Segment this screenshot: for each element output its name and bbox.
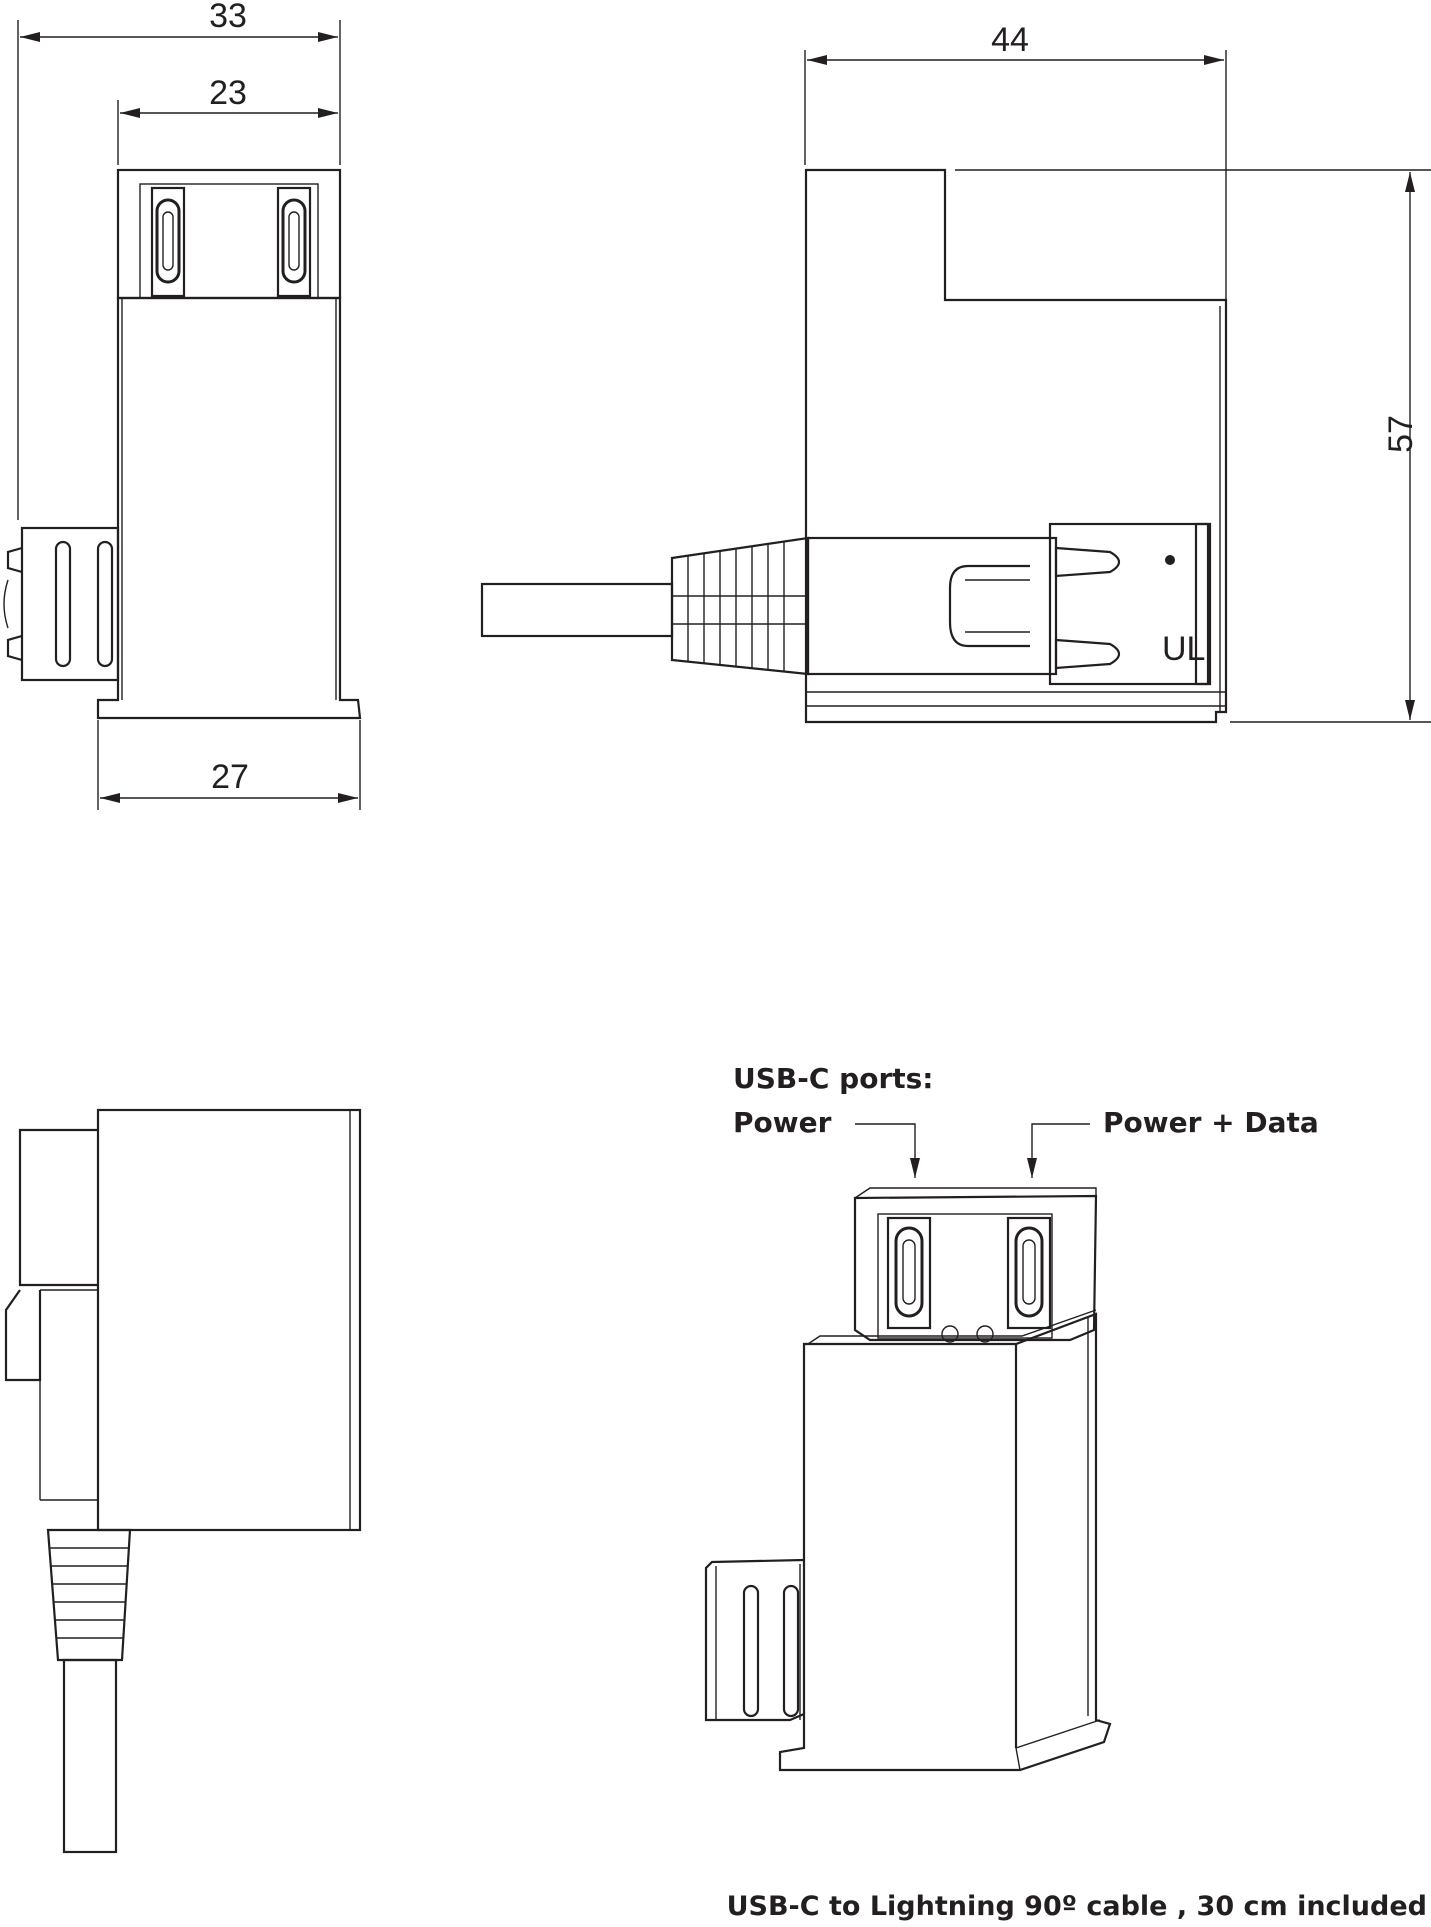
svg-text:UL: UL bbox=[1162, 630, 1205, 668]
dimension-height: 57 bbox=[1382, 172, 1420, 720]
side-view: 44 57 UL bbox=[480, 21, 1431, 724]
cable-strain-relief-icon bbox=[480, 536, 810, 676]
usb-c-port-icon bbox=[150, 186, 186, 298]
back-view bbox=[4, 1108, 362, 1854]
dimension-width-total: 33 bbox=[20, 0, 338, 42]
dimension-label-44: 44 bbox=[991, 21, 1029, 59]
callout-arrow-icon bbox=[1027, 1123, 1090, 1178]
dimension-label-33: 33 bbox=[209, 0, 247, 35]
front-view: 33 23 27 bbox=[3, 0, 362, 810]
usb-c-port-icon bbox=[886, 1216, 932, 1330]
lightning-plug-icon: UL bbox=[806, 522, 1212, 686]
usb-c-port-icon bbox=[1006, 1216, 1052, 1330]
isometric-view: USB-C ports: Power Power + Data bbox=[704, 1062, 1427, 1922]
ports-heading: USB-C ports: bbox=[733, 1062, 934, 1095]
callout-arrow-icon bbox=[855, 1123, 920, 1178]
cable-included-note: USB-C to Lightning 90º cable , 30 cm inc… bbox=[727, 1891, 1427, 1922]
lightning-connector-icon bbox=[704, 1558, 805, 1722]
usb-c-port-icon bbox=[276, 186, 312, 298]
dimension-label-23: 23 bbox=[209, 74, 247, 112]
dimension-label-27: 27 bbox=[211, 758, 249, 796]
dimension-width-top: 23 bbox=[120, 74, 338, 118]
dimension-depth: 44 bbox=[807, 21, 1224, 65]
port-label-power: Power bbox=[733, 1106, 832, 1139]
dimension-width-base: 27 bbox=[100, 758, 358, 803]
dimension-label-57: 57 bbox=[1382, 415, 1420, 453]
port-label-power-data: Power + Data bbox=[1103, 1106, 1319, 1139]
lightning-connector-icon bbox=[3, 526, 120, 682]
